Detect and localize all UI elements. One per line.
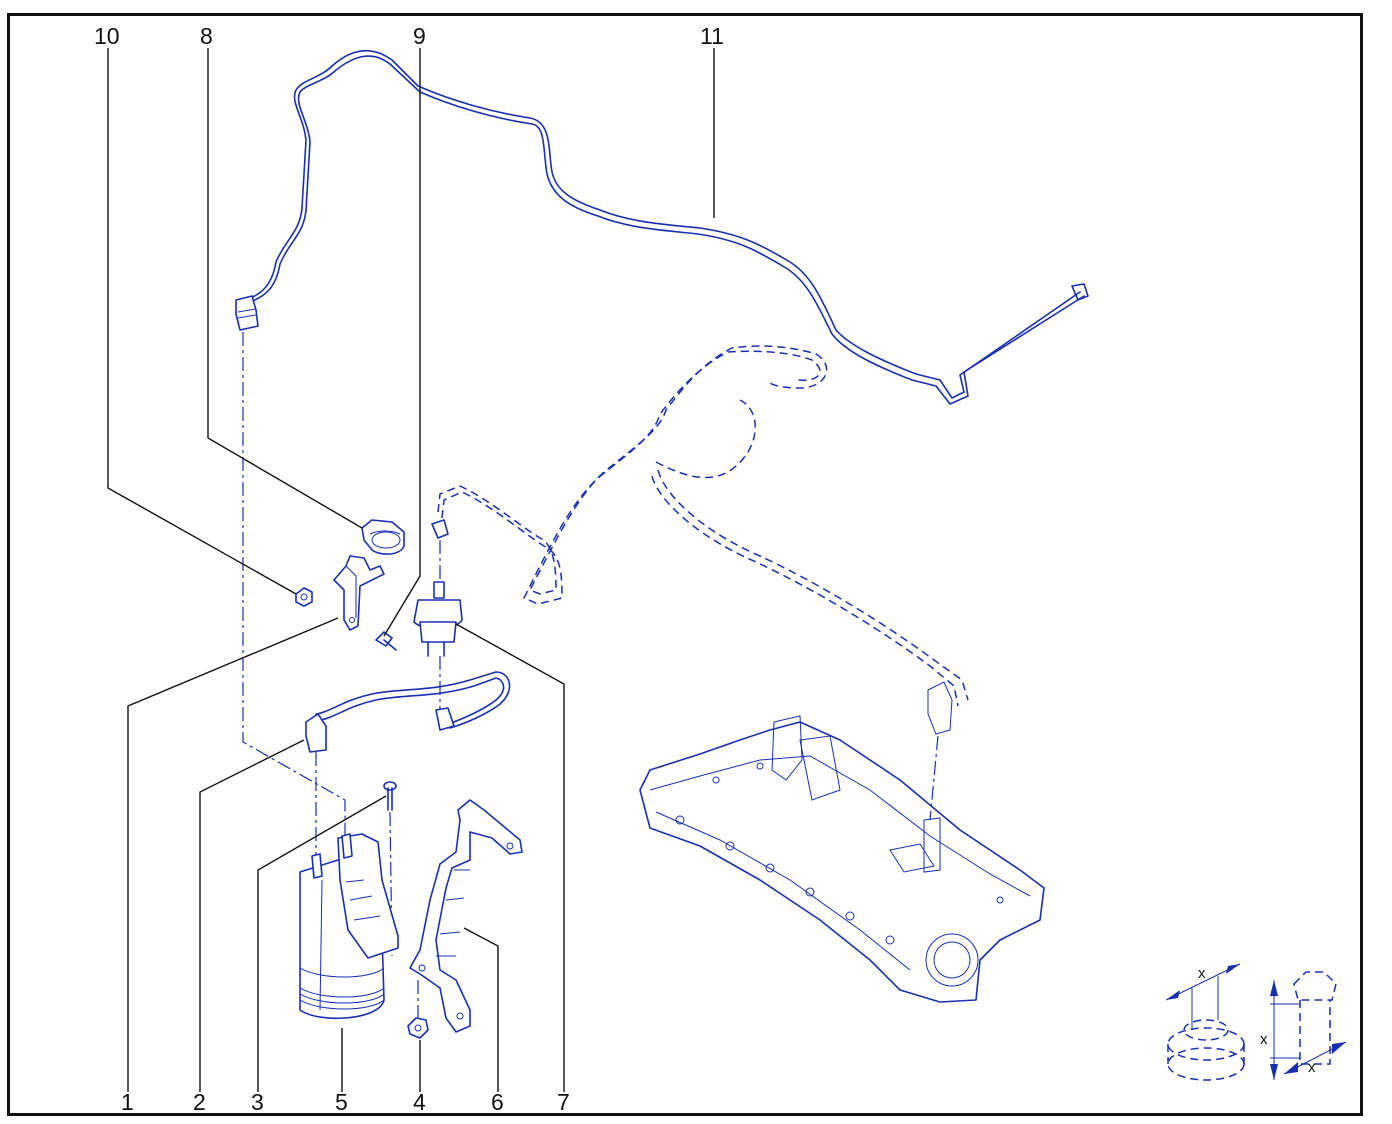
part-4-nut — [407, 980, 429, 1039]
part-10-nut — [295, 587, 313, 607]
callout-5: 5 — [335, 1089, 348, 1115]
part-5-canister — [299, 833, 399, 1020]
callout-6: 6 — [491, 1089, 504, 1115]
callout-10: 10 — [94, 23, 120, 49]
part-6-bracket — [409, 799, 523, 1033]
callout-labels: 10 8 9 11 1 2 3 5 4 6 7 — [94, 23, 724, 1115]
bolt-head-label: x — [1308, 1059, 1316, 1076]
part-2-pipe — [305, 671, 511, 856]
intake-manifold — [639, 681, 1045, 1003]
bolt-length-label: x — [1260, 1031, 1268, 1048]
part-8-clip — [361, 519, 405, 555]
callout-2: 2 — [193, 1089, 206, 1115]
part-7-purge-valve — [413, 519, 463, 712]
callout-4: 4 — [413, 1089, 426, 1115]
callout-8: 8 — [200, 23, 213, 49]
callout-11: 11 — [700, 23, 724, 49]
callout-9: 9 — [413, 23, 426, 49]
part-9-bolt — [375, 631, 397, 651]
callout-1: 1 — [121, 1089, 134, 1115]
leader-lines — [107, 48, 715, 1092]
nut-dimension-label: x — [1198, 965, 1206, 982]
nut-size-icon: x — [1165, 963, 1245, 1081]
part-11-evap-line — [235, 49, 1089, 405]
part-1-bracket — [333, 555, 385, 631]
callout-7: 7 — [557, 1089, 570, 1115]
hidden-vent-line — [437, 345, 969, 707]
bolt-size-icon: x x — [1260, 971, 1347, 1080]
callout-3: 3 — [251, 1089, 264, 1115]
diagram-frame — [7, 13, 1363, 1116]
fastener-size-legend: x x x — [1165, 963, 1347, 1081]
